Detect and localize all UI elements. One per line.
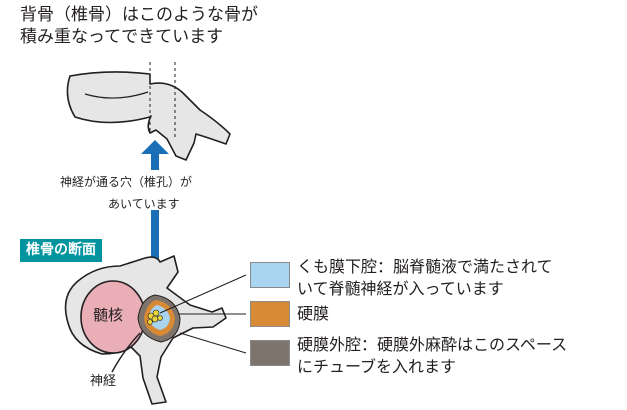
legend-dura-line-1: 硬膜	[297, 304, 330, 323]
legend-swatch-subarachnoid	[250, 262, 290, 288]
leader-line-epidural	[179, 332, 247, 354]
legend-subarachnoid-line-2: いて脊髄神経が入っています	[297, 279, 504, 298]
legend-item-subarachnoid: くも膜下腔：脳脊髄液で満たされて いて脊髄神経が入っています	[297, 256, 553, 300]
legend-swatch-epidural	[250, 340, 290, 366]
leader-line-subarachnoid	[159, 274, 247, 314]
legend-subarachnoid-line-1: くも膜下腔：脳脊髄液で満たされて	[297, 257, 553, 276]
title-line-2: 積み重なってできています	[20, 27, 224, 47]
title-line-1: 背骨（椎骨）はこのような骨が	[20, 5, 258, 25]
diagram-title: 背骨（椎骨）はこのような骨が 積み重なってできています	[20, 4, 258, 48]
legend-item-epidural: 硬膜外腔：硬膜外麻酔はこのスペース にチューブを入れます	[297, 334, 567, 378]
vertebral-foramen-note: 神経が通る穴（椎孔）が あいています	[60, 171, 192, 215]
legend-swatch-dura	[250, 301, 290, 327]
canal-note-line-1: 神経が通る穴（椎孔）が	[60, 175, 193, 189]
nerve-label: 神経	[90, 374, 117, 389]
up-arrow-icon	[141, 140, 169, 154]
legend-epidural-line-1: 硬膜外腔：硬膜外麻酔はこのスペース	[297, 335, 568, 354]
cross-section-badge: 椎骨の断面	[20, 239, 102, 262]
legend-epidural-line-2: にチューブを入れます	[297, 357, 457, 376]
nucleus-label: 髄核	[93, 306, 124, 324]
vertebra-side-view	[66, 71, 231, 161]
nerve-root	[111, 332, 141, 373]
spinal-cord	[147, 309, 163, 325]
legend-item-dura: 硬膜	[297, 303, 329, 325]
canal-note-line-2: あいています	[108, 197, 180, 211]
